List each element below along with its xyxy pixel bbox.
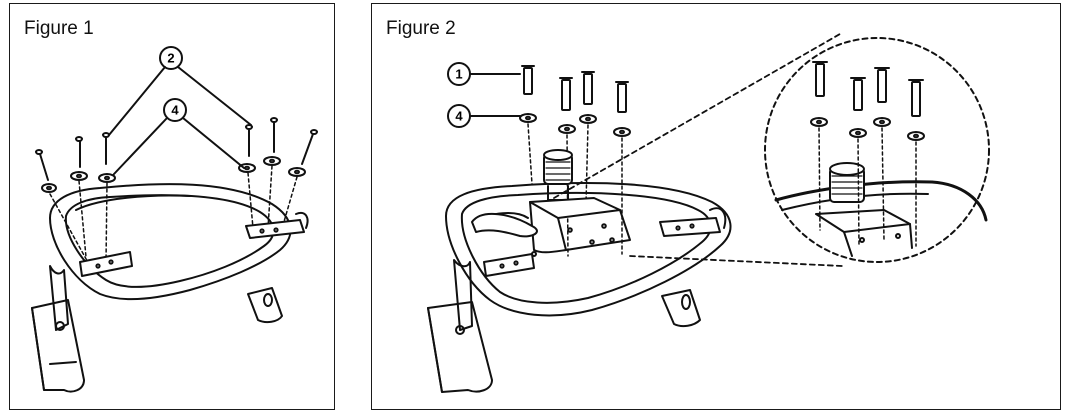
washers-left	[41, 171, 116, 193]
callout-4	[447, 104, 521, 128]
callout-1	[447, 62, 521, 86]
magnified-detail	[764, 37, 990, 263]
seat-frame	[49, 183, 292, 301]
leg-left	[31, 265, 85, 393]
zoom-connector-lines	[553, 33, 843, 267]
armrest-left	[471, 212, 538, 238]
callout-2-label: 2	[167, 51, 174, 66]
washers-right	[238, 156, 306, 177]
callout-4	[113, 98, 245, 175]
leg-right	[247, 287, 283, 324]
bracket-right	[245, 212, 309, 239]
screws-right	[245, 117, 318, 165]
callout-4-label: 4	[171, 103, 179, 118]
figure-1-title: Figure 1	[24, 18, 94, 39]
screws-main	[521, 65, 629, 113]
bracket-left	[79, 251, 133, 277]
leg-right	[661, 289, 701, 328]
leg-left	[427, 259, 493, 393]
callout-4-label: 4	[455, 109, 463, 124]
washers-main	[519, 113, 631, 137]
bracket-right	[659, 207, 727, 237]
figure-2-title: Figure 2	[386, 18, 456, 39]
figure-1-illustration: 2 4	[31, 46, 318, 393]
screws-left	[35, 132, 110, 181]
adjustment-knob	[543, 149, 573, 201]
figure-1-panel: Figure 1	[9, 3, 335, 410]
callout-1-label: 1	[455, 67, 462, 82]
figure-2-illustration: 1 4	[427, 33, 990, 393]
guide-lines-main	[527, 123, 623, 257]
bracket-left	[483, 253, 535, 277]
figure-2-panel: Figure 2	[371, 3, 1061, 410]
guide-lines-fig1	[49, 165, 298, 267]
callout-2	[108, 46, 252, 136]
mounting-plate	[529, 197, 631, 257]
